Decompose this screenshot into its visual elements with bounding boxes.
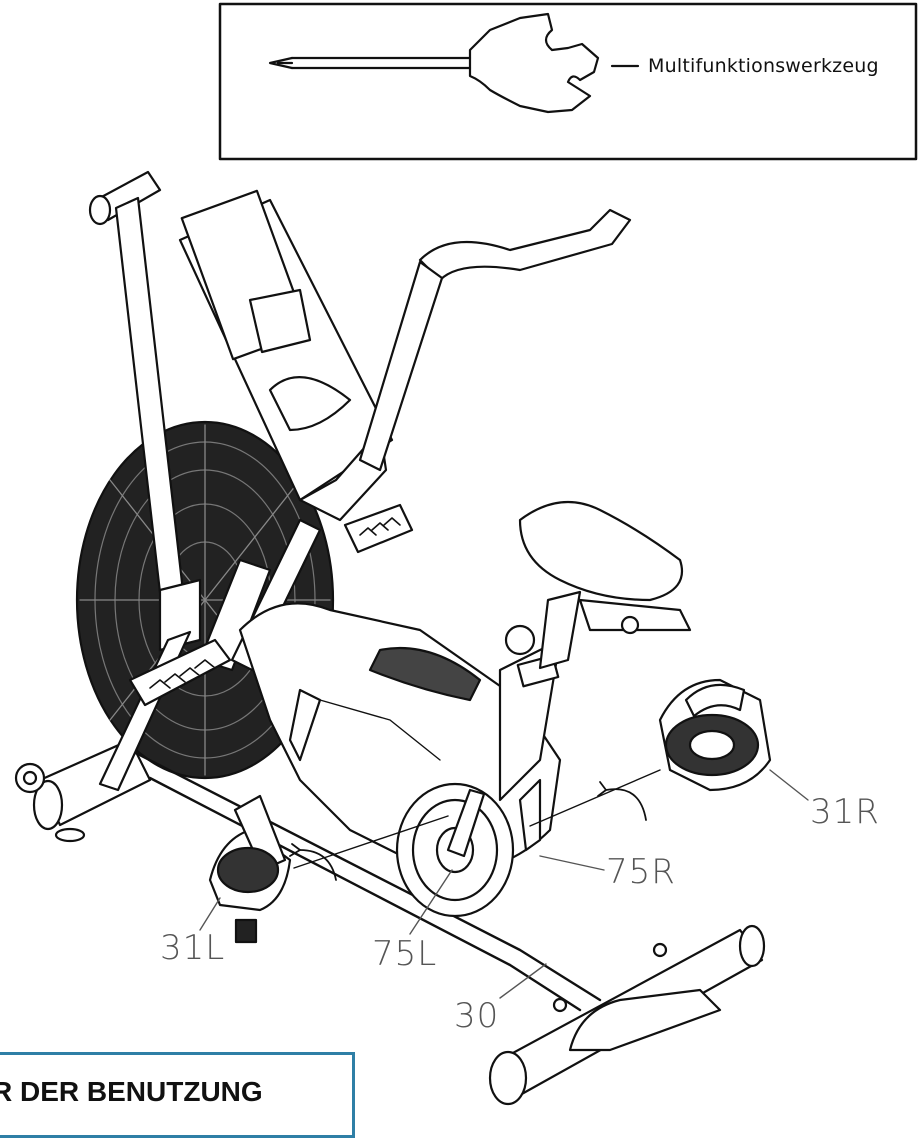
right-pedal-axis	[529, 769, 661, 827]
label-leaders	[199, 769, 809, 999]
right-pedal	[658, 678, 772, 792]
tool-inset-frame	[218, 2, 918, 161]
multitool-label: Multifunktionswerkzeug	[648, 55, 879, 77]
part-label-75l: 75L	[372, 934, 438, 974]
notice-heading: R DER BENUTZUNG	[0, 1076, 263, 1107]
right-handlebar	[358, 208, 632, 472]
seat-assembly	[498, 500, 692, 802]
air-bike-illustration	[14, 170, 809, 1106]
tool-inset	[218, 2, 918, 161]
rear-stabilizer	[488, 924, 766, 1106]
left-footpeg	[128, 638, 232, 707]
left-pedal	[208, 794, 292, 944]
part-label-31l: 31L	[160, 928, 226, 968]
left-pedal-axis	[293, 815, 449, 869]
part-label-75r: 75R	[606, 852, 676, 892]
right-pedal-arrow	[605, 788, 647, 821]
crank-assembly	[395, 778, 542, 918]
right-footpeg	[343, 503, 414, 554]
part-label-31r: 31R	[810, 792, 880, 832]
front-stabilizer	[14, 738, 152, 843]
multitool-icon	[268, 12, 600, 114]
part-label-30: 30	[454, 996, 500, 1036]
